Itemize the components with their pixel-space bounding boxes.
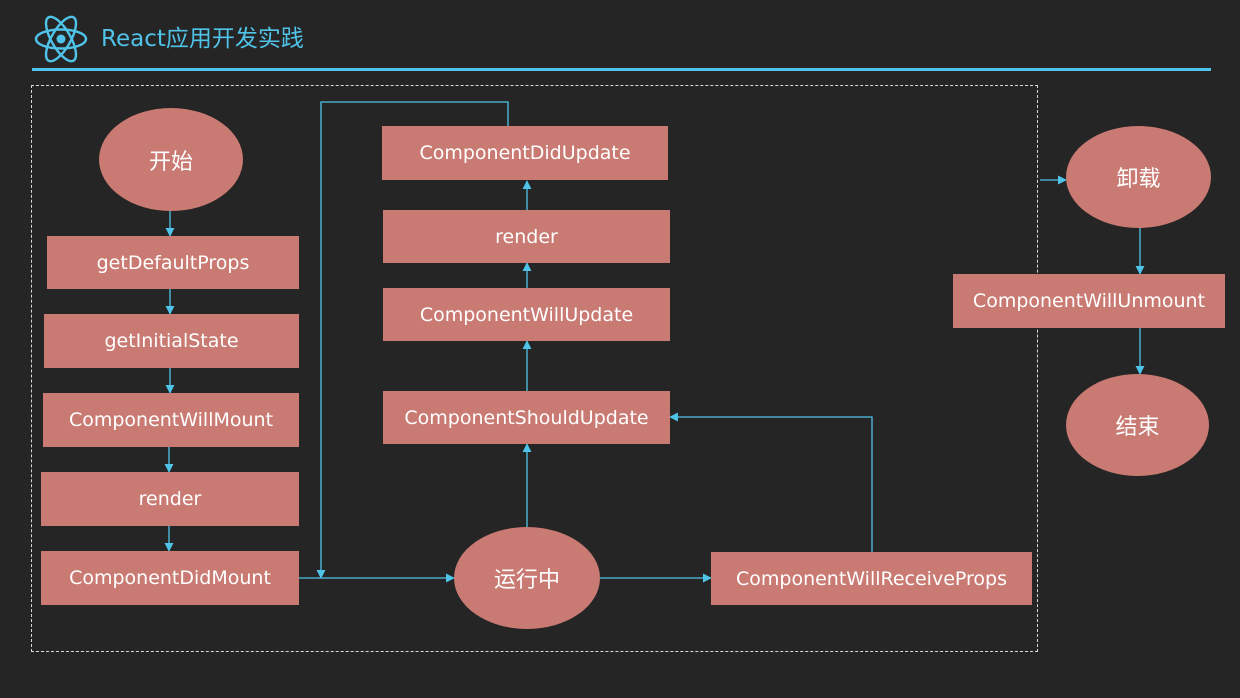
arrow-didupdate-loop <box>316 101 509 579</box>
arrow-receiveprops-to-shouldupdate <box>669 412 873 552</box>
get-default-props-node: getDefaultProps <box>47 236 299 289</box>
component-did-update-node: ComponentDidUpdate <box>382 126 668 180</box>
title-divider <box>32 68 1211 71</box>
page-title: React应用开发实践 <box>101 26 304 52</box>
get-initial-state-node: getInitialState <box>44 314 299 368</box>
lifecycle-frame <box>31 85 1038 652</box>
end-node: 结束 <box>1066 374 1209 476</box>
component-did-mount-node: ComponentDidMount <box>41 551 299 605</box>
render-mount-node: render <box>41 472 299 526</box>
component-will-mount-node: ComponentWillMount <box>43 393 299 447</box>
running-node: 运行中 <box>454 527 600 629</box>
component-will-unmount-node: ComponentWillUnmount <box>953 274 1225 328</box>
react-logo-icon <box>34 15 88 63</box>
start-node: 开始 <box>99 108 243 211</box>
render-update-node: render <box>383 210 670 263</box>
unmount-node: 卸载 <box>1066 126 1211 228</box>
component-should-update-node: ComponentShouldUpdate <box>383 391 670 444</box>
component-will-update-node: ComponentWillUpdate <box>383 288 670 341</box>
component-will-receive-props-node: ComponentWillReceiveProps <box>711 552 1032 605</box>
